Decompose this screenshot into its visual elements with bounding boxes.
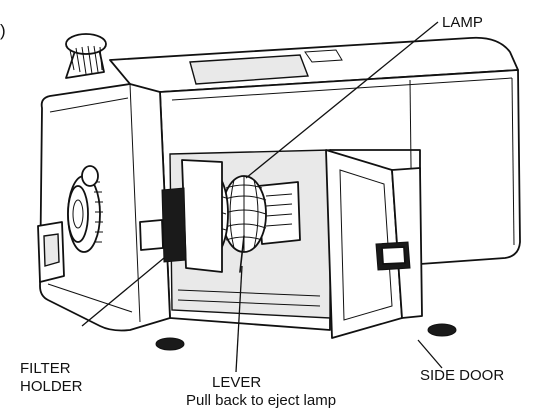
top-vent <box>189 54 309 85</box>
side-door-leader-line <box>417 339 443 369</box>
top-adjust-knob <box>65 33 107 79</box>
lamp-housing <box>37 33 521 351</box>
housing-front <box>39 83 171 332</box>
power-switch <box>37 221 65 283</box>
lever-leader-line <box>235 265 243 373</box>
label-lever: LEVER <box>212 374 261 391</box>
lamp-leader-line <box>245 21 439 179</box>
label-holder: HOLDER <box>20 378 83 395</box>
label-filter: FILTER <box>20 360 71 377</box>
foot-left <box>155 337 185 351</box>
foot-right <box>427 323 457 337</box>
eject-lever <box>239 235 245 273</box>
side-door <box>325 149 423 339</box>
filter <box>161 187 187 263</box>
label-lamp: LAMP <box>442 14 483 31</box>
figure-marker: ) <box>0 21 6 40</box>
label-lever-note: Pull back to eject lamp <box>186 392 336 409</box>
filter-holder-leader-line <box>81 257 165 327</box>
side-adjust-knob <box>67 175 103 253</box>
filter-holder <box>139 159 223 273</box>
label-side-door: SIDE DOOR <box>420 367 504 384</box>
